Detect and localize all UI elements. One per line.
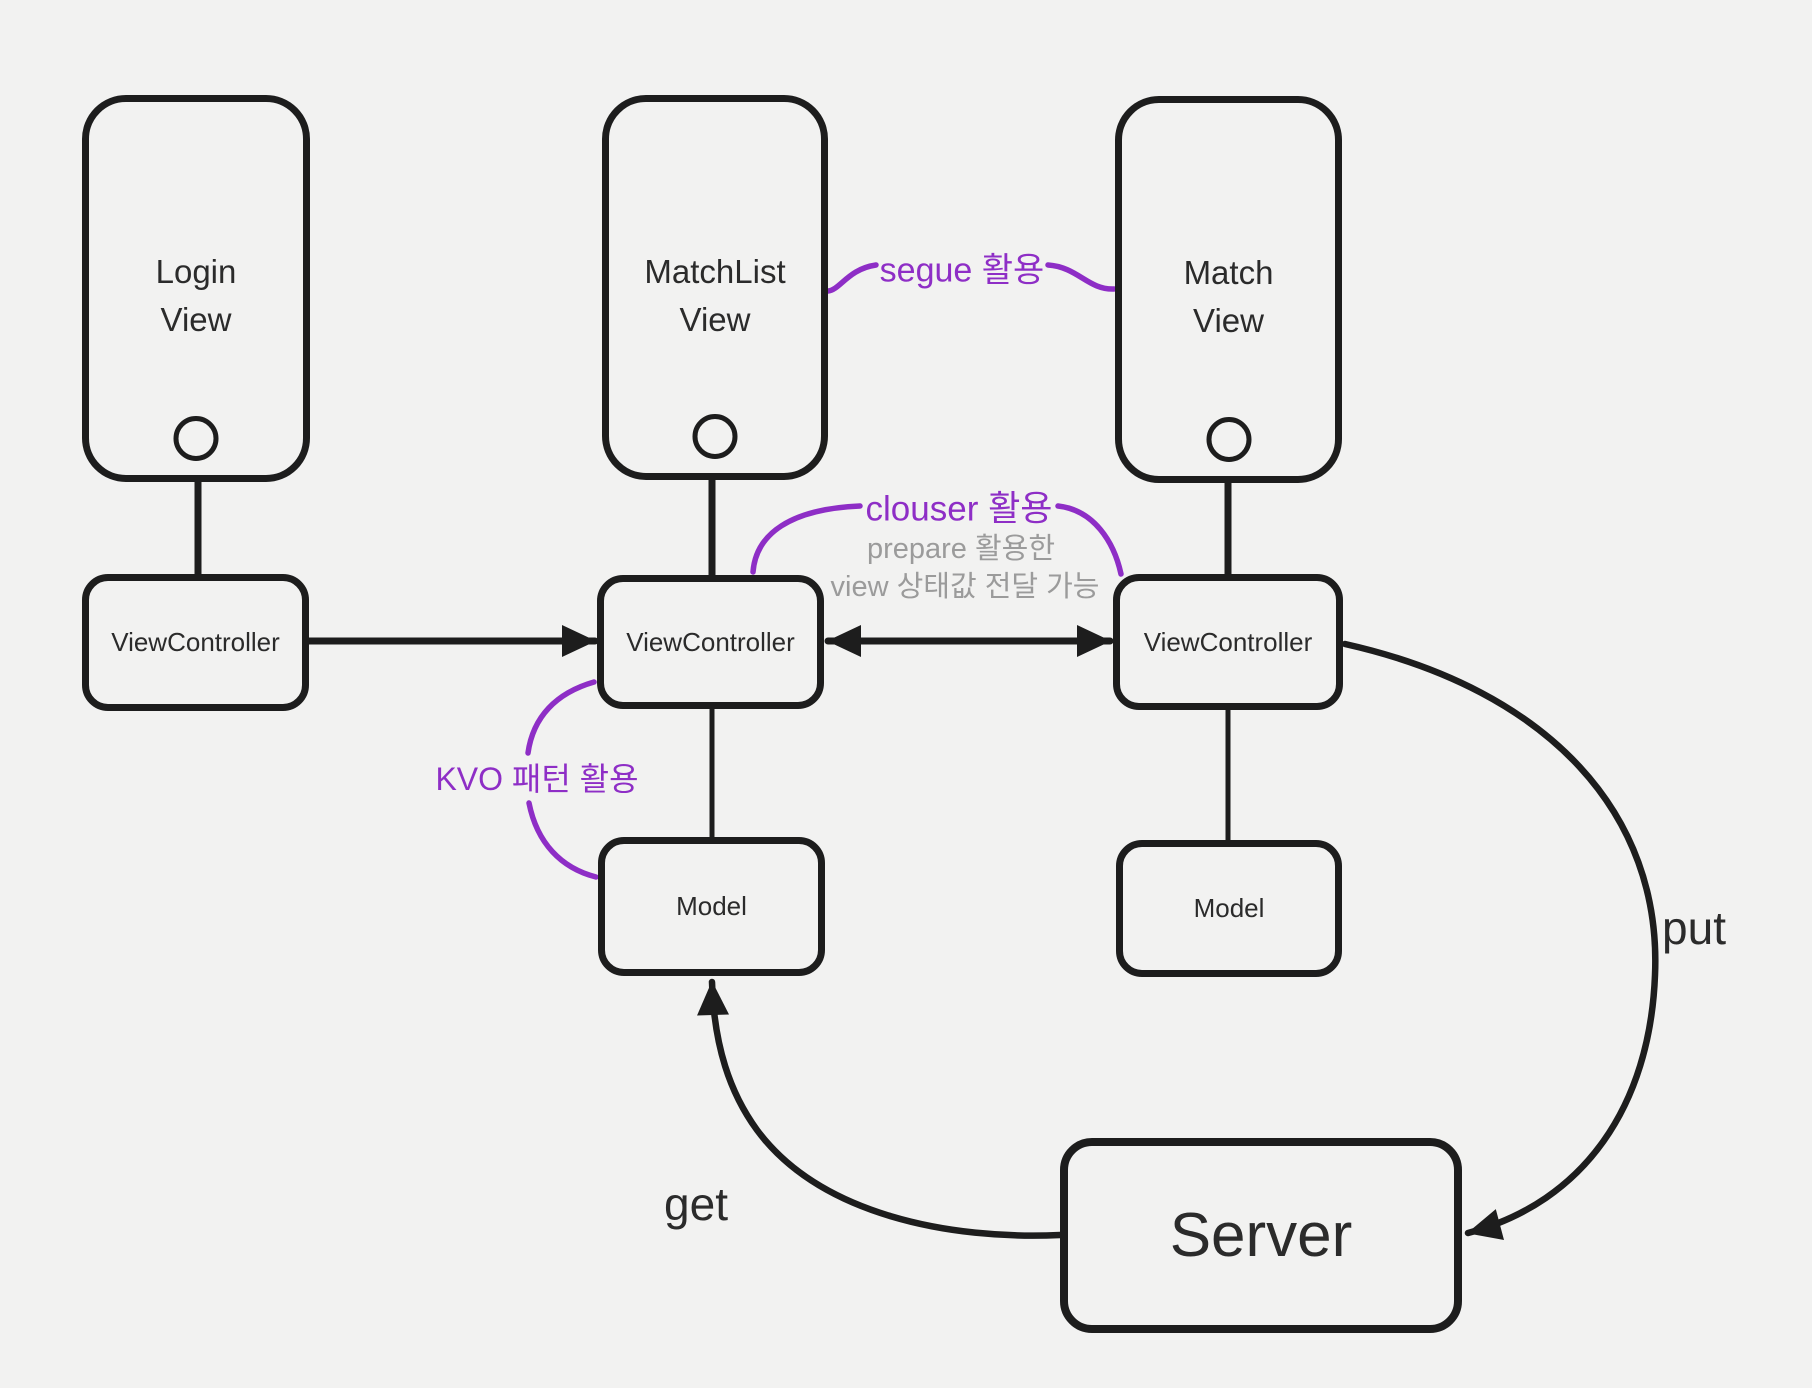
server-label: Server bbox=[1169, 1201, 1353, 1270]
phone-label-line2: View bbox=[160, 300, 232, 338]
annotation-clouser: clouser 활용 bbox=[865, 489, 1053, 529]
annotation-segue: segue 활용 bbox=[879, 251, 1045, 290]
phone-label: Match View bbox=[1122, 249, 1335, 345]
segue-curve-right bbox=[1045, 262, 1117, 292]
phone-label: MatchList View bbox=[609, 248, 821, 344]
annotation-prepare-line1: prepare 활용한 bbox=[866, 533, 1056, 565]
home-button-icon bbox=[1206, 417, 1251, 462]
kvo-curve-lower bbox=[526, 800, 599, 880]
viewcontroller-login: ViewController bbox=[82, 574, 309, 711]
phone-label-line2: View bbox=[679, 300, 751, 338]
viewcontroller-matchlist: ViewController bbox=[597, 575, 824, 709]
clouser-curve-right bbox=[1055, 503, 1124, 577]
phone-label: Login View bbox=[89, 248, 303, 344]
annotation-kvo: KVO 패턴 활용 bbox=[435, 761, 639, 797]
model-matchlist: Model bbox=[598, 837, 825, 976]
annotation-put: put bbox=[1662, 902, 1726, 954]
clouser-curve-left bbox=[750, 503, 863, 575]
home-button-icon bbox=[692, 414, 738, 459]
segue-curve-left bbox=[825, 262, 879, 294]
model-label: Model bbox=[1193, 893, 1265, 923]
viewcontroller-match: ViewController bbox=[1113, 574, 1343, 710]
phone-match-view: Match View bbox=[1115, 96, 1342, 483]
phone-label-line1: MatchList bbox=[644, 253, 786, 290]
server-box: Server bbox=[1060, 1138, 1462, 1333]
arrow-get-server-to-model1 bbox=[697, 978, 1064, 1239]
model-label: Model bbox=[676, 891, 747, 921]
phone-login-view: Login View bbox=[82, 95, 310, 482]
home-button-icon bbox=[173, 416, 219, 461]
viewcontroller-label: ViewController bbox=[1143, 626, 1313, 657]
phone-matchlist-view: MatchList View bbox=[602, 95, 828, 480]
phone-label-line1: Login bbox=[155, 253, 237, 290]
phone-label-line2: View bbox=[1193, 301, 1264, 339]
kvo-curve-upper bbox=[525, 679, 597, 756]
annotation-get: get bbox=[664, 1178, 728, 1230]
model-match: Model bbox=[1116, 840, 1342, 977]
viewcontroller-label: ViewController bbox=[111, 627, 280, 657]
arrow-put-vc3-to-server bbox=[1341, 640, 1659, 1240]
phone-label-line1: Match bbox=[1183, 254, 1274, 291]
annotation-prepare-line2: view 상태값 전달 가능 bbox=[830, 571, 1100, 603]
viewcontroller-label: ViewController bbox=[626, 626, 795, 657]
